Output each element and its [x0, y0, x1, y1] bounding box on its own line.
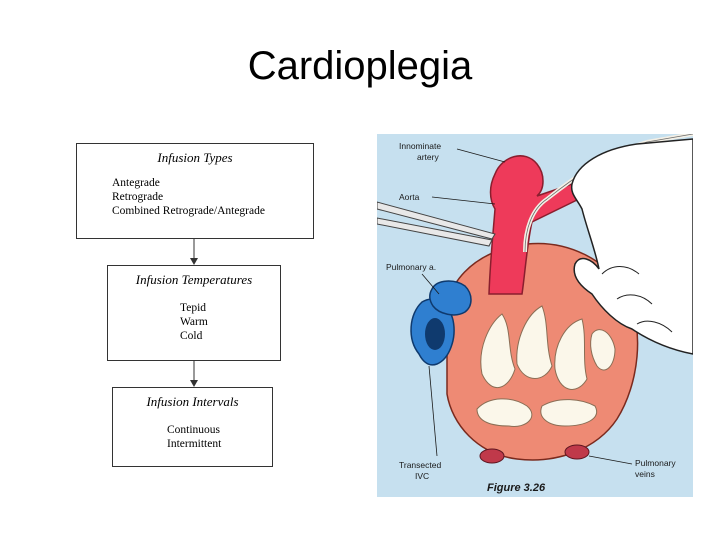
list-item: Continuous [167, 424, 221, 436]
list-item: Combined Retrograde/Antegrade [112, 205, 265, 217]
arrow-2 [190, 361, 198, 387]
list-item: Retrograde [112, 191, 164, 203]
figure-caption: Figure 3.26 [487, 482, 546, 494]
label-innominate: Innominate [399, 141, 441, 151]
list-item: Cold [180, 330, 203, 342]
box-list: Antegrade Retrograde Combined Retrograde… [77, 176, 313, 218]
label-transected: Transected [399, 460, 441, 470]
ivc-lumen [425, 318, 445, 350]
label-aorta: Aorta [399, 192, 420, 202]
surgical-clamp [377, 201, 496, 247]
flowchart: Infusion Types Antegrade Retrograde Comb… [0, 0, 340, 540]
heart-illustration: Innominate artery Aorta Pulmonary a. Tra… [377, 134, 693, 497]
box-infusion-temperatures: Infusion Temperatures Tepid Warm Cold [107, 265, 281, 361]
leader-lines [421, 148, 633, 465]
box-title: Infusion Temperatures [135, 272, 253, 287]
pulmonary-artery [429, 280, 472, 316]
box-infusion-types: Infusion Types Antegrade Retrograde Comb… [76, 143, 314, 239]
list-item: Antegrade [112, 177, 160, 189]
box-list: Continuous Intermittent [113, 423, 272, 451]
label-veins: veins [635, 469, 655, 479]
box-title: Infusion Types [157, 150, 233, 165]
slide-title: Cardioplegia [247, 44, 473, 88]
label-pulmonary: Pulmonary [635, 458, 676, 468]
list-item: Tepid [180, 302, 207, 314]
list-item: Intermittent [167, 438, 222, 450]
box-infusion-intervals: Infusion Intervals Continuous Intermitte… [112, 387, 273, 467]
fat-deposits [476, 305, 616, 427]
arrow-1 [190, 239, 198, 265]
box-list: Tepid Warm Cold [108, 301, 280, 343]
gloved-hand [570, 138, 693, 355]
label-pulmonary-a: Pulmonary a. [386, 262, 436, 272]
label-innominate-artery: artery [417, 152, 439, 162]
flow-arrows [190, 239, 198, 387]
list-item: Warm [180, 316, 208, 328]
box-title: Infusion Intervals [146, 394, 239, 409]
label-ivc: IVC [415, 471, 429, 481]
pulmonary-veins [479, 444, 590, 464]
